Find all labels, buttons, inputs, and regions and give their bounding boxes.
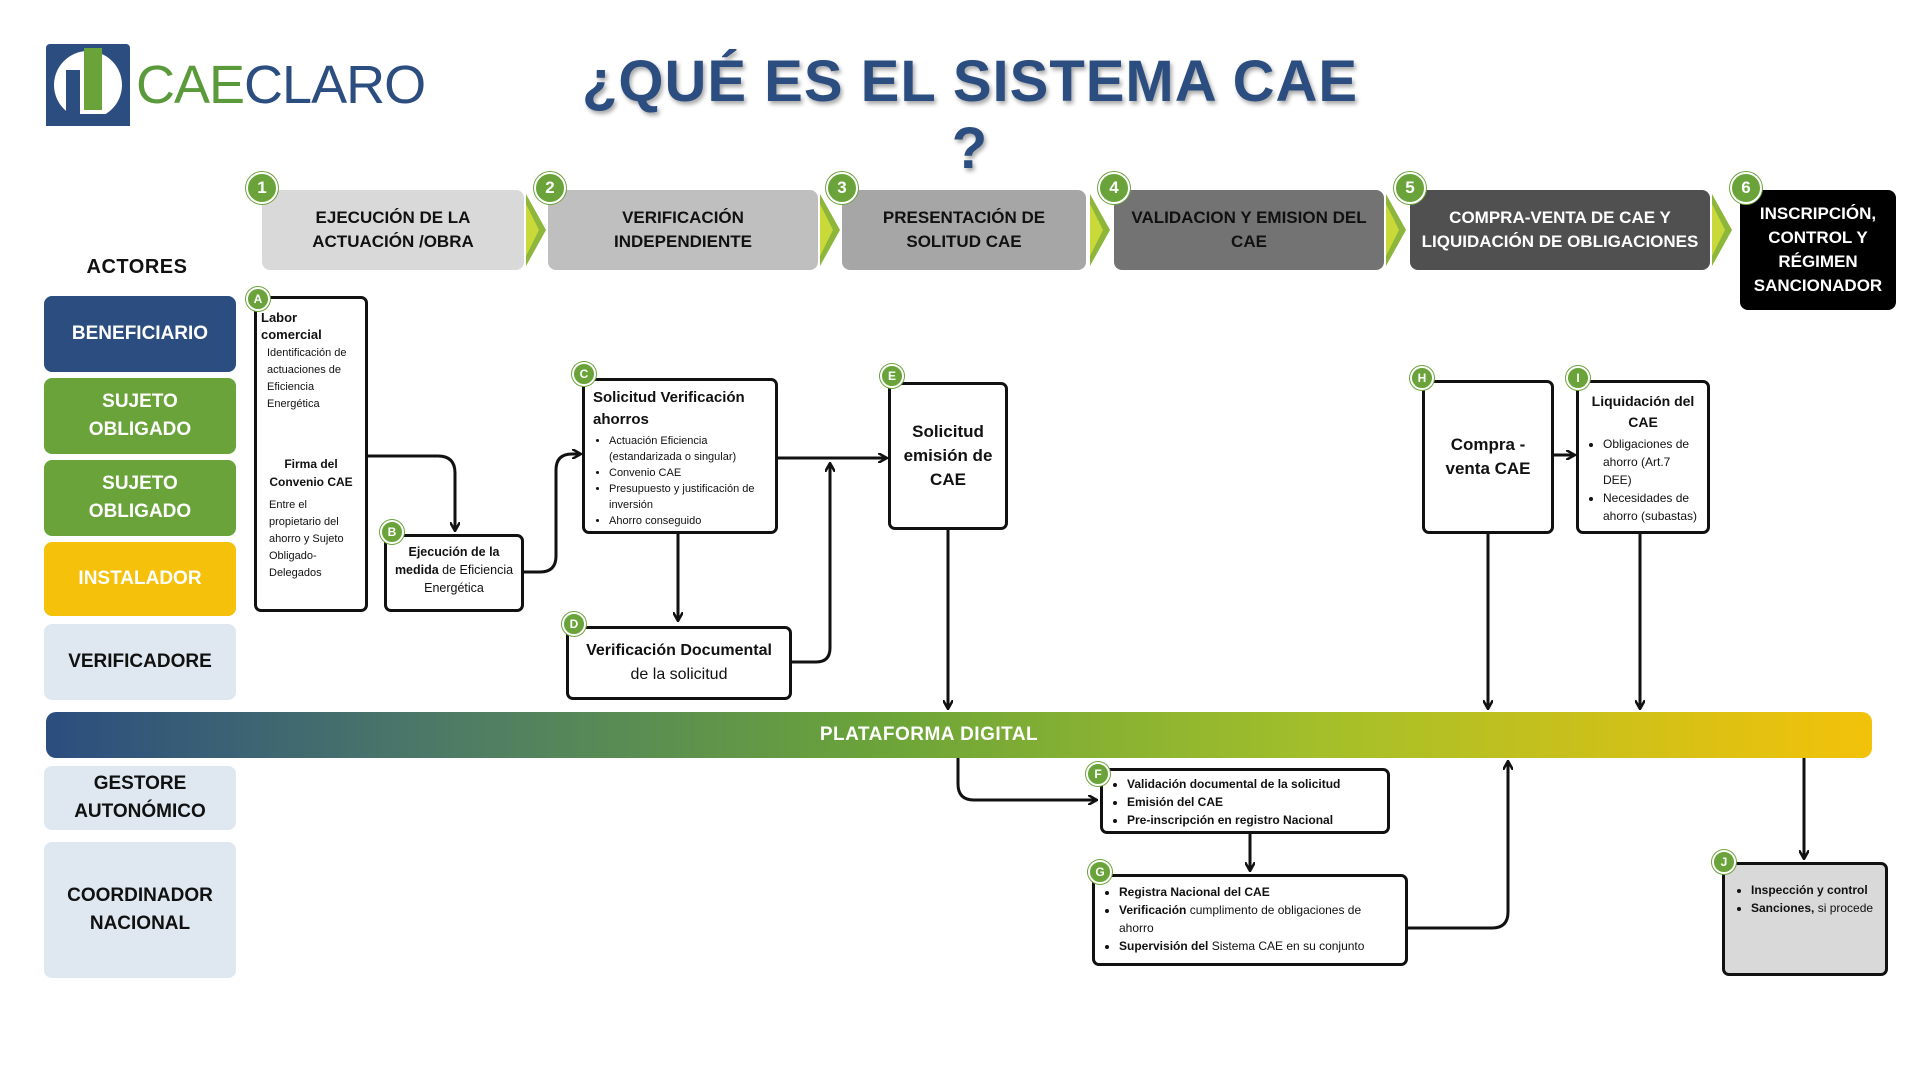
logo: CAECLARO xyxy=(46,44,426,128)
step-label: VERIFICACIÓN INDEPENDIENTE xyxy=(614,208,752,251)
logo-text: CAECLARO xyxy=(136,55,426,115)
box-e-solicitud-emision: Solicitud emisión de CAE xyxy=(888,382,1008,530)
chevron-right-icon xyxy=(526,194,546,266)
list-item: Supervisión del Sistema CAE en su conjun… xyxy=(1119,937,1397,955)
box-c-title: Solicitud Verificación ahorros xyxy=(593,389,745,428)
box-i-list: Obligaciones de ahorro (Art.7 DEE) Neces… xyxy=(1585,435,1701,525)
box-letter: E xyxy=(880,364,904,388)
chevron-right-icon xyxy=(1712,194,1732,266)
arrow-a-b xyxy=(368,454,455,530)
box-letter: C xyxy=(572,362,596,386)
step-label: VALIDACION Y EMISION DEL CAE xyxy=(1131,208,1367,251)
box-d-verificacion-documental: Verificación Documental de la solicitud xyxy=(566,626,792,700)
actor-verificadore: VERIFICADORE xyxy=(44,624,236,700)
step-number: 1 xyxy=(246,172,278,204)
logo-mark-icon xyxy=(46,44,130,126)
box-i-liquidacion: Liquidación del CAE Obligaciones de ahor… xyxy=(1576,380,1710,534)
step-4: VALIDACION Y EMISION DEL CAE xyxy=(1114,190,1384,270)
box-j-inspeccion: Inspección y control Sanciones, si proce… xyxy=(1722,862,1888,976)
box-b-text: de Eficiencia Energética xyxy=(424,563,514,595)
step-6: INSCRIPCIÓN, CONTROL Y RÉGIMEN SANCIONAD… xyxy=(1740,190,1896,310)
box-b-ejecucion: Ejecución de la medida de Eficiencia Ene… xyxy=(384,534,524,612)
box-g-registro-nacional: Registra Nacional del CAE Verificación c… xyxy=(1092,874,1408,966)
list-item: Convenio CAE xyxy=(609,465,767,481)
box-a-labor-comercial: Labor comercial Identificación de actuac… xyxy=(254,296,368,612)
chevron-right-icon xyxy=(1090,194,1110,266)
box-c-list: Actuación Eficiencia (estandarizada o si… xyxy=(593,433,767,529)
box-letter: F xyxy=(1086,762,1110,786)
step-5: COMPRA-VENTA DE CAE Y LIQUIDACIÓN DE OBL… xyxy=(1410,190,1710,270)
box-letter: B xyxy=(380,520,404,544)
list-item: Registra Nacional del CAE xyxy=(1119,883,1397,901)
list-item: Validación documental de la solicitud xyxy=(1127,775,1379,793)
step-number: 4 xyxy=(1098,172,1130,204)
list-item: Verificación cumplimento de obligaciones… xyxy=(1119,901,1397,937)
page-title: ¿QUÉ ES EL SISTEMA CAE ? xyxy=(581,49,1359,181)
box-e-title: Solicitud emisión de CAE xyxy=(903,422,993,489)
list-item: Inspección y control xyxy=(1751,881,1875,899)
actor-sujeto-obligado-2: SUJETO OBLIGADO xyxy=(44,460,236,536)
list-item: Ahorro conseguido xyxy=(609,513,767,529)
arrow-g-platform xyxy=(1408,762,1508,930)
box-a-text-1: Identificación de actuaciones de Eficien… xyxy=(267,347,347,410)
box-letter: G xyxy=(1088,860,1112,884)
box-letter: I xyxy=(1566,366,1590,390)
actor-instalador: INSTALADOR xyxy=(44,542,236,616)
box-j-list: Inspección y control Sanciones, si proce… xyxy=(1735,881,1875,917)
step-label: EJECUCIÓN DE LA ACTUACIÓN /OBRA xyxy=(312,208,474,251)
box-f-validacion: Validación documental de la solicitud Em… xyxy=(1100,768,1390,834)
box-b-title: Ejecución de la medida xyxy=(394,545,500,577)
chevron-right-icon xyxy=(820,194,840,266)
step-number: 5 xyxy=(1394,172,1426,204)
list-item: Pre-inscripción en registro Nacional xyxy=(1127,811,1379,829)
box-letter: H xyxy=(1410,366,1434,390)
list-item: Sanciones, si procede xyxy=(1751,899,1875,917)
actor-beneficiario: BENEFICIARIO xyxy=(44,296,236,372)
step-label: INSCRIPCIÓN, CONTROL Y RÉGIMEN SANCIONAD… xyxy=(1753,204,1883,295)
box-a-title-1: Labor comercial xyxy=(261,310,322,342)
list-item: Obligaciones de ahorro (Art.7 DEE) xyxy=(1603,435,1701,489)
actor-gestore-autonomico: GESTORE AUTONÓMICO xyxy=(44,766,236,830)
chevron-right-icon xyxy=(1386,194,1406,266)
step-number: 6 xyxy=(1730,172,1762,204)
box-a-title-2: Firma del Convenio CAE xyxy=(269,457,353,489)
box-d-title: Verificación Documental xyxy=(586,642,772,659)
arrow-b-c xyxy=(524,454,580,574)
list-item: Emisión del CAE xyxy=(1127,793,1379,811)
list-item: Actuación Eficiencia (estandarizada o si… xyxy=(609,433,767,465)
step-number: 3 xyxy=(826,172,858,204)
list-item: Presupuesto y justificación de inversión xyxy=(609,481,767,513)
box-letter: J xyxy=(1712,850,1736,874)
plataforma-digital-bar: PLATAFORMA DIGITAL xyxy=(46,712,1872,758)
box-h-title: Compra -venta CAE xyxy=(1445,435,1531,478)
box-g-list: Registra Nacional del CAE Verificación c… xyxy=(1103,883,1397,955)
arrow-d-up xyxy=(790,464,830,664)
step-2: VERIFICACIÓN INDEPENDIENTE xyxy=(548,190,818,270)
step-label: PRESENTACIÓN DE SOLITUD CAE xyxy=(882,208,1046,251)
actor-coordinador-nacional: COORDINADOR NACIONAL xyxy=(44,842,236,978)
actor-sujeto-obligado-1: SUJETO OBLIGADO xyxy=(44,378,236,454)
step-number: 2 xyxy=(534,172,566,204)
arrow-platform-f xyxy=(956,758,1096,800)
box-c-solicitud-verificacion: Solicitud Verificación ahorros Actuación… xyxy=(582,378,778,534)
actors-title: ACTORES xyxy=(86,256,188,278)
step-3: PRESENTACIÓN DE SOLITUD CAE xyxy=(842,190,1086,270)
box-h-compra-venta: Compra -venta CAE xyxy=(1422,380,1554,534)
box-f-list: Validación documental de la solicitud Em… xyxy=(1111,775,1379,829)
platform-label: PLATAFORMA DIGITAL xyxy=(819,724,1039,745)
list-item: Necesidades de ahorro (subastas) xyxy=(1603,489,1701,525)
step-label: COMPRA-VENTA DE CAE Y LIQUIDACIÓN DE OBL… xyxy=(1421,208,1699,251)
box-d-text: de la solicitud xyxy=(630,666,728,683)
box-letter: A xyxy=(246,287,270,311)
step-1: EJECUCIÓN DE LA ACTUACIÓN /OBRA xyxy=(262,190,524,270)
box-letter: D xyxy=(562,612,586,636)
box-a-text-2: Entre el propietario del ahorro y Sujeto… xyxy=(269,499,344,579)
box-i-title: Liquidación del CAE xyxy=(1591,393,1695,430)
